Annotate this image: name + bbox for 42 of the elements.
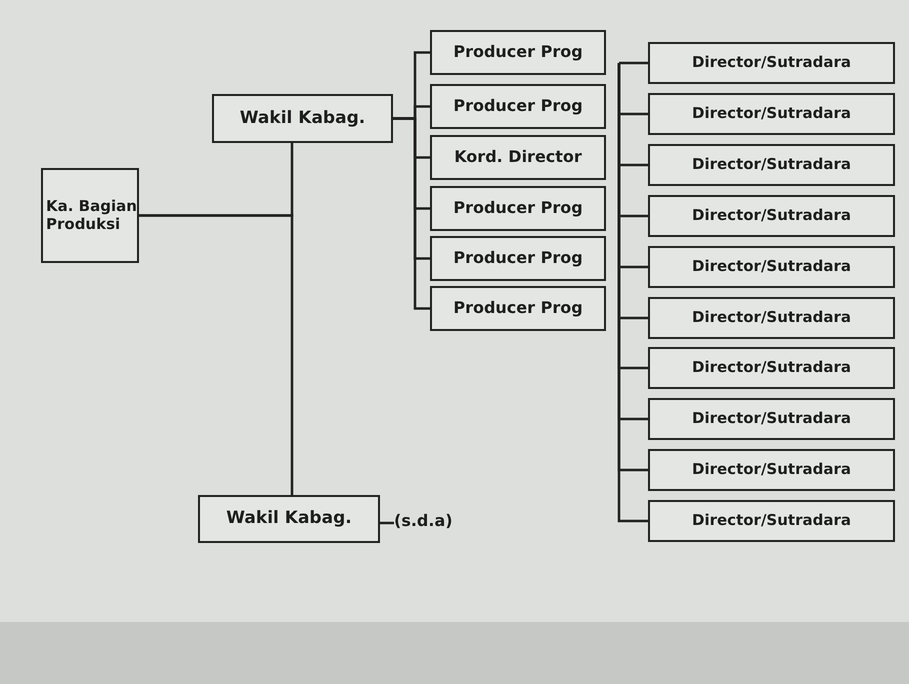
- org-chart-box: [430, 30, 606, 75]
- note-text: (s.d.a): [394, 511, 453, 530]
- position-title: Kord. Director: [454, 148, 582, 167]
- position-title: Director/Sutradara: [692, 410, 851, 428]
- org-chart-box: [648, 347, 895, 389]
- connector-line: [139, 214, 294, 495]
- position-title: Director/Sutradara: [692, 309, 851, 327]
- position-title: Director/Sutradara: [692, 105, 851, 123]
- position-title: Director/Sutradara: [692, 512, 851, 530]
- org-chart-box: [648, 93, 895, 135]
- position-title: Producer Prog: [453, 199, 583, 218]
- position-title: Ka. Bagian Produksi: [46, 198, 137, 233]
- org-chart-box: [648, 195, 895, 237]
- position-title: Director/Sutradara: [692, 207, 851, 225]
- org-chart-box: [648, 398, 895, 440]
- position-title: Producer Prog: [453, 97, 583, 116]
- position-title: Director/Sutradara: [692, 54, 851, 72]
- position-title: Producer Prog: [453, 249, 583, 268]
- org-chart-box: [41, 168, 139, 263]
- org-chart-box: [198, 495, 380, 543]
- position-title: Producer Prog: [453, 43, 583, 62]
- org-chart-box: [430, 236, 606, 281]
- position-title: Wakil Kabag.: [226, 509, 352, 529]
- connector-line: [618, 62, 648, 64]
- org-chart-box: [648, 500, 895, 542]
- org-chart-box: [430, 186, 606, 231]
- position-title: Director/Sutradara: [692, 156, 851, 174]
- org-chart-box: [430, 84, 606, 129]
- position-title: Director/Sutradara: [692, 461, 851, 479]
- org-chart-box: [430, 135, 606, 180]
- org-chart-box: [648, 449, 895, 491]
- org-chart-box: [648, 297, 895, 339]
- org-chart-box: [430, 286, 606, 331]
- org-chart-box: [648, 246, 895, 288]
- position-title: Wakil Kabag.: [240, 108, 366, 128]
- position-title: Director/Sutradara: [692, 359, 851, 377]
- position-title: Director/Sutradara: [692, 258, 851, 276]
- org-chart-box: [648, 42, 895, 84]
- position-title: Producer Prog: [453, 299, 583, 318]
- org-chart-box: [212, 94, 393, 143]
- connector-line: [393, 117, 430, 310]
- org-chart-box: [648, 144, 895, 186]
